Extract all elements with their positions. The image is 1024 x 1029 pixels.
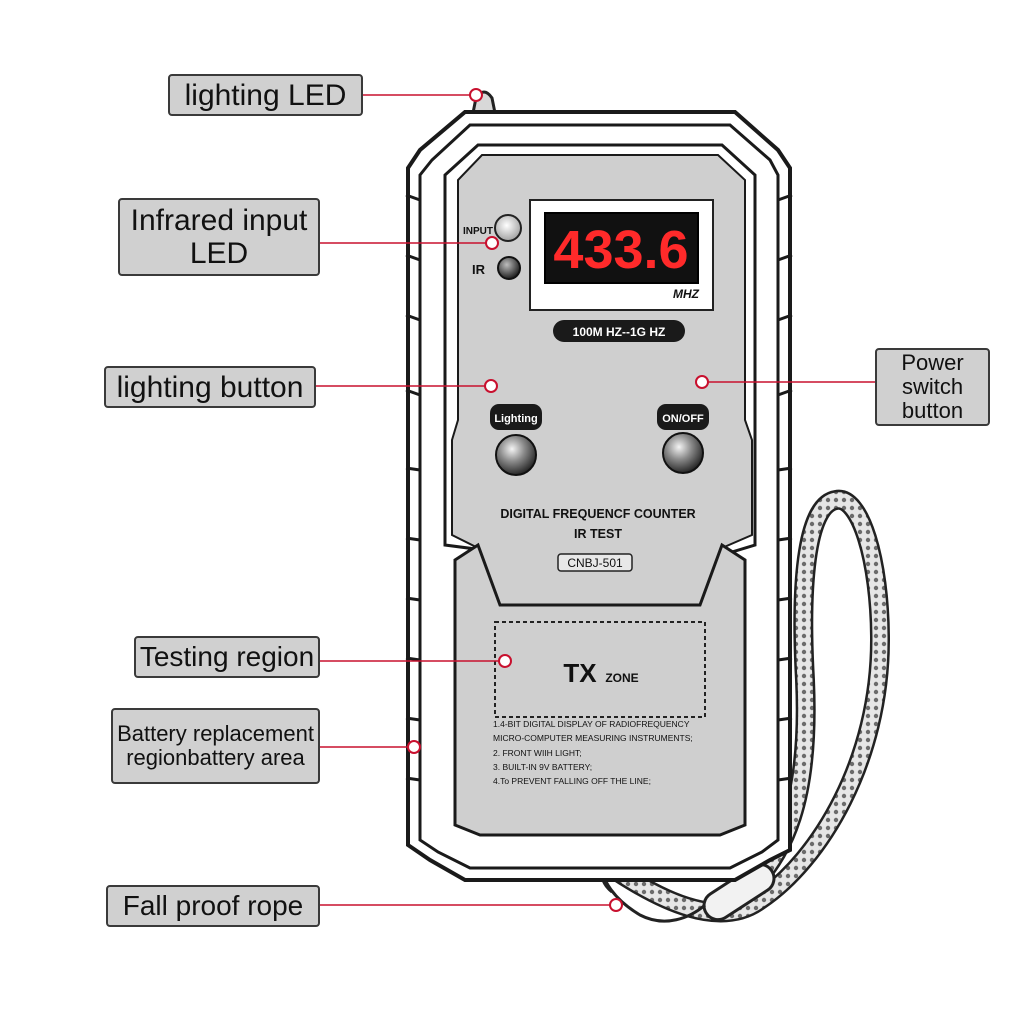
display-unit: MHZ: [673, 287, 700, 301]
marker-lighting-led: [469, 88, 483, 102]
marker-lighting-button: [484, 379, 498, 393]
range-label: 100M HZ--1G HZ: [573, 325, 666, 339]
onoff-button-label: ON/OFF: [662, 413, 704, 425]
tx-zone: [494, 621, 706, 718]
marker-power-button: [695, 375, 709, 389]
model-label: CNBJ-501: [567, 556, 623, 570]
marker-infrared-led: [485, 236, 499, 250]
callout-battery-area: Battery replacement regionbattery area: [111, 708, 320, 784]
range-badge: [553, 320, 685, 342]
callout-leaders: [316, 94, 875, 906]
lanyard-strap: [598, 489, 891, 923]
spec-line-1: 1.4-BIT DIGITAL DISPLAY OF RADIOFREQUENC…: [493, 719, 690, 729]
ir-label: IR: [472, 262, 486, 277]
callout-lighting-led: lighting LED: [168, 74, 363, 116]
spec-line-4: 4.To PREVENT FALLING OFF THE LINE;: [493, 776, 651, 786]
spec-line-2: 2. FRONT WIIH LIGHT;: [493, 748, 582, 758]
callout-markers: [407, 88, 709, 912]
onoff-button-badge: [657, 404, 709, 430]
power-button[interactable]: [662, 432, 704, 474]
spec-line-1b: MICRO-COMPUTER MEASURING INSTRUMENTS;: [493, 733, 693, 743]
callout-infrared-input-led: Infrared input LED: [118, 198, 320, 276]
lighting-button-badge: [490, 404, 542, 430]
callout-testing-region: Testing region: [134, 636, 320, 678]
ir-sensor: [497, 256, 521, 280]
input-led: [494, 214, 522, 242]
input-label: INPUT: [463, 226, 493, 237]
marker-fall-proof-rope: [609, 898, 623, 912]
device-title-line1: DIGITAL FREQUENCF COUNTER: [500, 507, 695, 521]
model-badge: [557, 553, 633, 572]
lighting-button[interactable]: [495, 434, 537, 476]
callout-power-switch-button: Power switch button: [875, 348, 990, 426]
callout-lighting-button: lighting button: [104, 366, 316, 408]
device-title-line2: IR TEST: [574, 527, 622, 541]
marker-battery-area: [407, 740, 421, 754]
lighting-button-label: Lighting: [494, 413, 537, 425]
lcd-screen: [544, 212, 699, 284]
callout-fall-proof-rope: Fall proof rope: [106, 885, 320, 927]
tx-zone-sub: ZONE: [605, 671, 638, 685]
marker-testing-region: [498, 654, 512, 668]
spec-line-3: 3. BUILT-IN 9V BATTERY;: [493, 762, 592, 772]
tx-zone-main: TX: [563, 658, 597, 688]
frequency-readout: 433.6: [553, 220, 688, 280]
